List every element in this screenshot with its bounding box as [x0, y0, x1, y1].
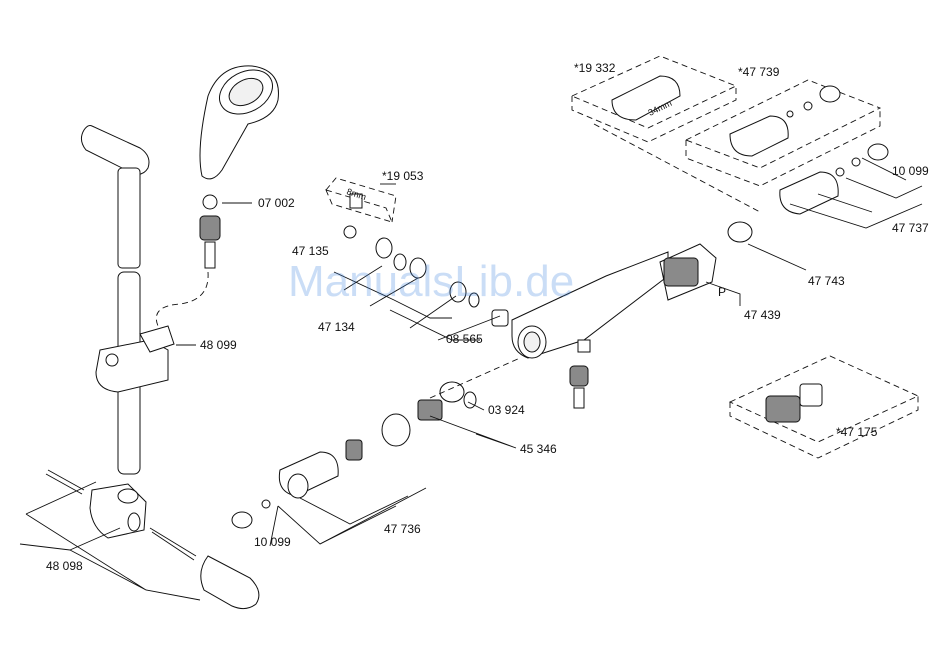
right-side-parts	[572, 56, 918, 458]
label-48098: 48 098	[46, 559, 83, 573]
label-p: P	[718, 285, 726, 299]
label-19053: *19 053	[382, 169, 424, 183]
hand-shower	[200, 61, 280, 268]
label-47737: 47 737	[892, 221, 929, 235]
lower-left-parts	[232, 382, 476, 528]
label-47134: 47 134	[318, 320, 355, 334]
label-47739: *47 739	[738, 65, 780, 79]
label-03924: 03 924	[488, 403, 525, 417]
label-10099-right: 10 099	[892, 164, 929, 178]
watermark: ManualsLib.de	[288, 257, 574, 306]
label-47736: 47 736	[384, 522, 421, 536]
label-47135: 47 135	[292, 244, 329, 258]
label-08565: 08 565	[446, 332, 483, 346]
leader-lines	[270, 158, 922, 546]
label-47175: *47 175	[836, 425, 878, 439]
label-10099-left: 10 099	[254, 535, 291, 549]
label-07002: 07 002	[258, 196, 295, 210]
part-labels: 07 002 48 099 48 098 *19 053 8mm 47 135 …	[46, 61, 929, 573]
label-19332: *19 332	[574, 61, 616, 75]
label-48099: 48 099	[200, 338, 237, 352]
shower-rail-assembly	[46, 126, 259, 609]
label-47439: 47 439	[744, 308, 781, 322]
label-45346: 45 346	[520, 442, 557, 456]
label-47743: 47 743	[808, 274, 845, 288]
